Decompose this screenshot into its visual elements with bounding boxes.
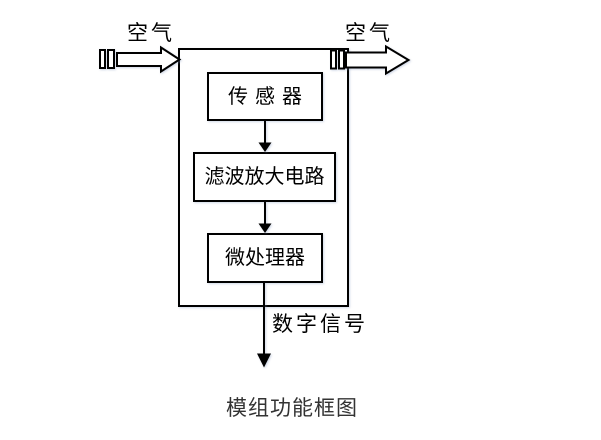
diagram-caption: 模组功能框图 bbox=[226, 397, 358, 420]
microprocessor-label: 微处理器 bbox=[225, 247, 305, 269]
air-in-label: 空气 bbox=[127, 21, 175, 45]
filter-to-microprocessor-arrow bbox=[258, 202, 272, 233]
filter-amplifier-block: 滤波放大电路 bbox=[193, 152, 336, 202]
filter-amplifier-label: 滤波放大电路 bbox=[204, 166, 325, 188]
microprocessor-block: 微处理器 bbox=[207, 233, 323, 283]
air-out-label: 空气 bbox=[345, 21, 393, 45]
digital-signal-arrow bbox=[257, 283, 271, 368]
sensor-to-filter-arrow bbox=[258, 121, 272, 152]
air-outlet-arrow-icon bbox=[330, 44, 411, 76]
sensor-block: 传感器 bbox=[207, 72, 323, 121]
sensor-label: 传感器 bbox=[228, 85, 309, 108]
air-inlet-arrow-icon bbox=[99, 45, 182, 74]
digital-signal-label: 数字信号 bbox=[272, 312, 368, 336]
